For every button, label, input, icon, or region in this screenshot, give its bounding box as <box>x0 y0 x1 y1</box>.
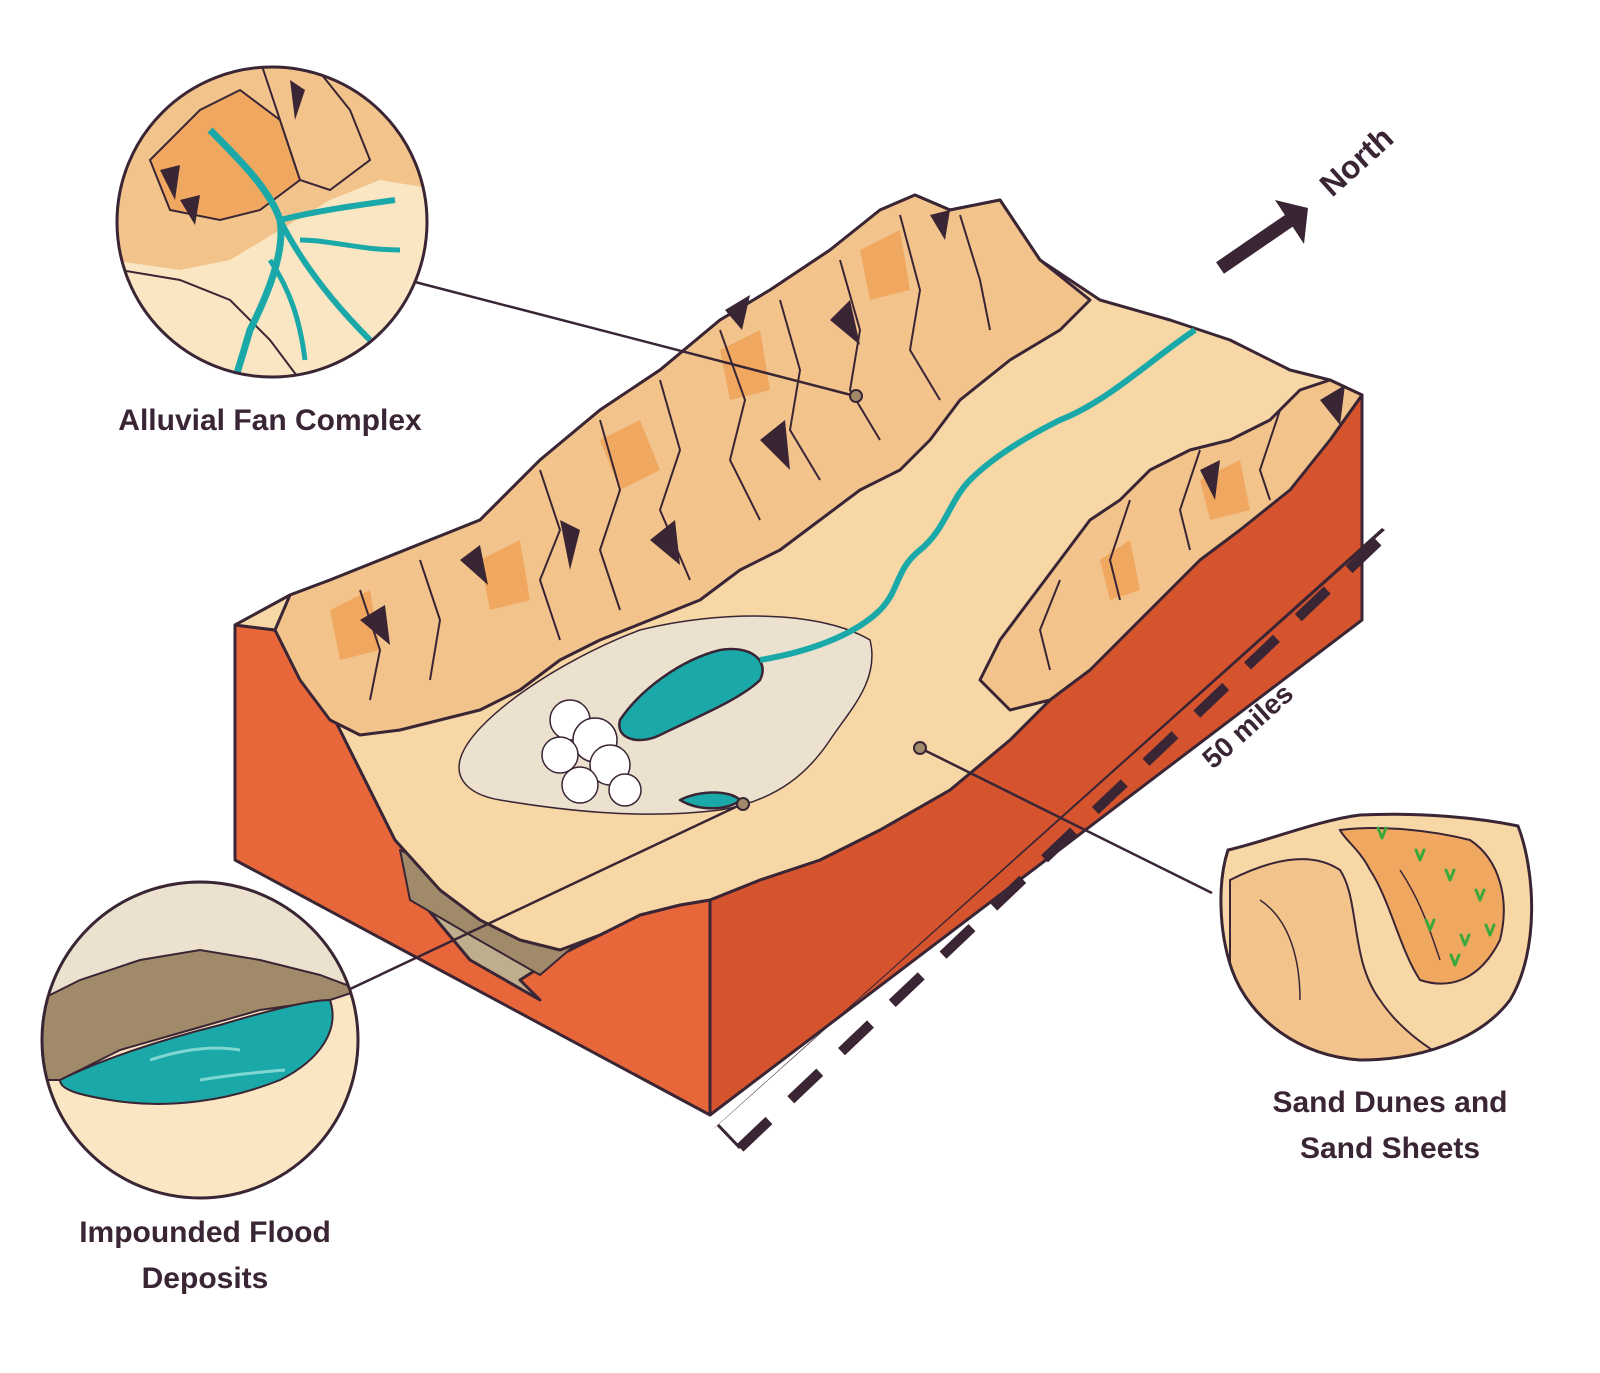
dust-cloud-icon <box>541 699 642 807</box>
marker-dunes <box>913 741 927 755</box>
marker-impounded <box>736 797 750 811</box>
north-label: North <box>1313 119 1400 203</box>
grass-icon <box>1376 826 1496 967</box>
marker-alluvial <box>849 389 863 403</box>
north-arrow-icon <box>1216 200 1308 274</box>
label-sand-dunes: Sand Dunes and Sand Sheets <box>1272 1086 1508 1165</box>
northwest-mountains <box>273 193 1092 737</box>
block-diagram <box>233 193 1385 1152</box>
leader-lines <box>347 280 1213 992</box>
lake <box>618 647 764 742</box>
inset-alluvial-fan <box>115 65 429 379</box>
inset-sand-dunes <box>1219 812 1534 1062</box>
label-impounded-flood: Impounded Flood Deposits <box>79 1216 331 1295</box>
inset-impounded-flood <box>40 880 360 1200</box>
scale-bar <box>712 528 1385 1152</box>
label-alluvial-fan: Alluvial Fan Complex <box>118 404 422 437</box>
southeast-mountains <box>978 378 1364 712</box>
river <box>759 327 1197 663</box>
